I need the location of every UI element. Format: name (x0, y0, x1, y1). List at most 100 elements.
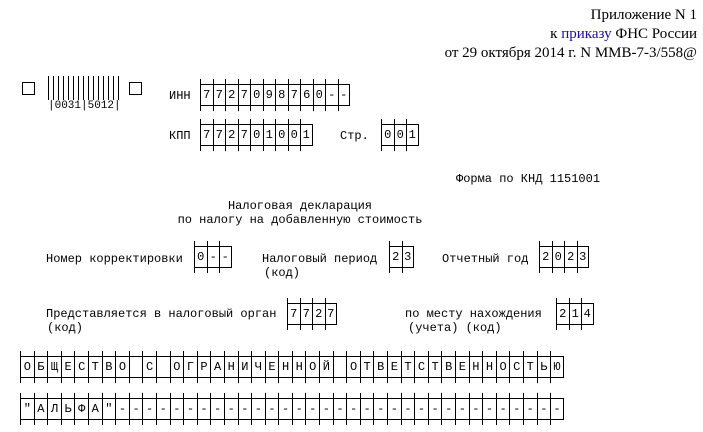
form-cell: - (210, 393, 224, 425)
form-cell: Б (33, 351, 48, 383)
form-cell: 2 (312, 298, 325, 330)
form-cell: Ю (550, 351, 564, 383)
form-cell: Т (400, 351, 415, 383)
form-cell: - (325, 79, 338, 111)
form-cell: Н (278, 351, 292, 383)
form-cell: 6 (300, 79, 313, 111)
form-cell: - (441, 393, 455, 425)
kpp-label: КПП (169, 129, 191, 143)
form-cell: Й (319, 351, 333, 383)
form-cell: 7 (200, 119, 213, 151)
form-cell: Е (387, 351, 401, 383)
form-cell: - (373, 393, 388, 425)
form-cell: А (210, 351, 224, 383)
form-cell: Т (522, 351, 537, 383)
form-cell: - (219, 241, 232, 273)
form-cell: - (495, 393, 510, 425)
period-label: Налоговый период (262, 252, 378, 266)
form-cell: С (74, 351, 88, 383)
declaration-title-line2: по налогу на добавленную стоимость (177, 213, 423, 227)
appendix-order-line: к приказу ФНС России (550, 26, 697, 42)
form-cell: 0 (381, 119, 394, 151)
form-cell: О (346, 351, 360, 383)
form-code: Форма по КНД 1151001 (456, 172, 601, 186)
form-cell: - (359, 393, 374, 425)
form-cell: - (251, 393, 265, 425)
form-cell: - (291, 393, 306, 425)
form-cell: 0 (194, 241, 207, 273)
form-cell: - (522, 393, 537, 425)
form-cell: Н (223, 351, 238, 383)
form-cell: А (33, 393, 48, 425)
form-cell: 0 (312, 79, 325, 111)
appendix-header: Приложение N 1 к приказу ФНС России от 2… (445, 6, 697, 63)
form-cell: - (305, 393, 320, 425)
corner-marker-right (129, 82, 142, 95)
corner-marker-left (22, 82, 35, 95)
form-cell: - (142, 393, 156, 425)
form-cell: Т (359, 351, 374, 383)
form-cell (128, 351, 143, 383)
form-cell: 0 (287, 119, 300, 151)
form-cell (155, 351, 170, 383)
tax-authority-sub: (код) (47, 321, 84, 335)
form-cell: - (206, 241, 219, 273)
form-cell: 7 (212, 79, 225, 111)
inn-label: ИНН (169, 89, 191, 103)
form-cell: 8 (275, 79, 288, 111)
correction-cells[interactable]: 0-- (194, 241, 232, 273)
form-cell: 7 (237, 119, 250, 151)
form-cell: - (468, 393, 483, 425)
form-cell: - (237, 393, 252, 425)
appendix-title: Приложение N 1 (590, 7, 697, 23)
form-cell: В (101, 351, 116, 383)
form-cell: 7 (287, 298, 300, 330)
form-cell: Щ (47, 351, 61, 383)
form-cell: 1 (262, 119, 275, 151)
form-cell: 2 (556, 298, 569, 330)
form-cell: - (128, 393, 143, 425)
form-cell: Ф (74, 393, 88, 425)
form-cell: - (400, 393, 415, 425)
appendix-date-line: от 29 октября 2014 г. N ММВ-7-3/558@ (444, 45, 697, 61)
form-cell: - (427, 393, 442, 425)
form-cell: О (305, 351, 320, 383)
form-cell: О (169, 351, 184, 383)
form-cell: 2 (225, 79, 238, 111)
form-cell: 1 (300, 119, 313, 151)
form-cell: 3 (401, 241, 414, 273)
form-cell: 2 (225, 119, 238, 151)
barcode-number: |0031|5012| (48, 100, 121, 112)
form-cell: 7 (212, 119, 225, 151)
form-cell: О (20, 351, 34, 383)
location-sub: (учета) (код) (408, 321, 502, 335)
form-cell: И (237, 351, 252, 383)
year-label: Отчетный год (442, 252, 529, 266)
tax-authority-label: Представляется в налоговый орган (46, 307, 277, 321)
form-cell: 2 (564, 241, 577, 273)
form-cell: - (319, 393, 333, 425)
form-cell: 7 (287, 79, 300, 111)
form-cell: - (482, 393, 496, 425)
location-label: по месту нахождения (405, 307, 542, 321)
form-cell: " (20, 393, 34, 425)
order-link[interactable]: приказу (561, 26, 612, 42)
form-cell: 0 (250, 79, 263, 111)
form-cell: Ь (536, 351, 551, 383)
form-cell: 2 (539, 241, 552, 273)
declaration-title: Налоговая декларация по налогу на добавл… (150, 199, 450, 227)
form-cell: 3 (576, 241, 589, 273)
form-cell: - (346, 393, 360, 425)
form-cell: Н (291, 351, 306, 383)
form-cell: - (223, 393, 238, 425)
form-cell: - (332, 393, 347, 425)
